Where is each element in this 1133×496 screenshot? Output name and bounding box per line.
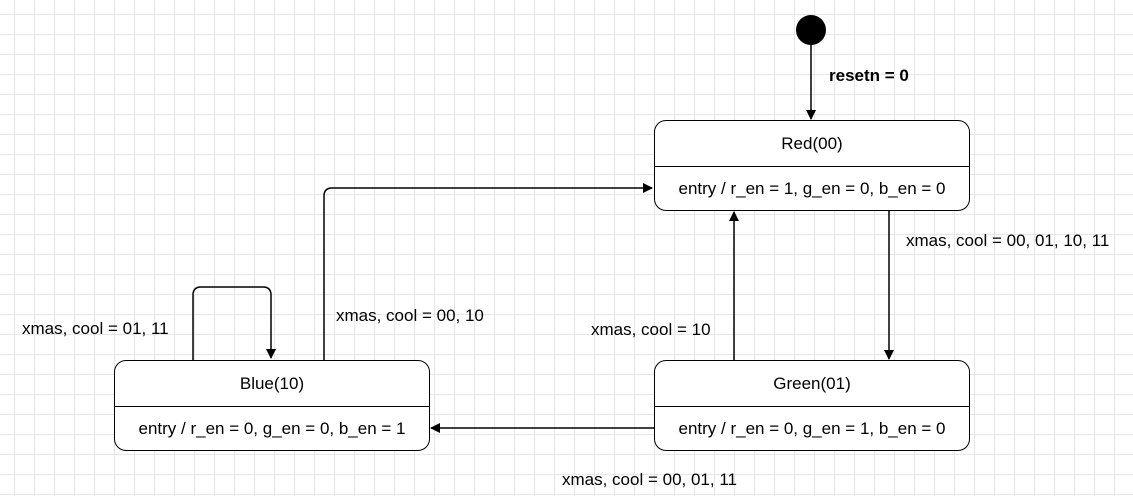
blue-self-loop-arrow[interactable] [192, 286, 276, 360]
state-blue-divider [115, 406, 429, 407]
red-to-green-label: xmas, cool = 00, 01, 10, 11 [906, 231, 1110, 250]
state-red-entry-action: entry / r_en = 1, g_en = 0, b_en = 0 [678, 178, 946, 198]
blue-to-red-arrow[interactable] [323, 183, 653, 360]
state-green-entry-action: entry / r_en = 0, g_en = 1, b_en = 0 [678, 418, 946, 438]
state-blue[interactable]: Blue(10) entry / r_en = 0, g_en = 0, b_e… [114, 360, 430, 451]
state-blue-entry-action: entry / r_en = 0, g_en = 0, b_en = 1 [138, 418, 406, 438]
initial-state-dot [796, 15, 826, 45]
state-green[interactable]: Green(01) entry / r_en = 0, g_en = 1, b_… [654, 360, 970, 451]
state-green-name: Green(01) [773, 373, 851, 393]
state-red[interactable]: Red(00) entry / r_en = 1, g_en = 0, b_en… [654, 120, 970, 211]
state-green-divider [655, 406, 969, 407]
state-red-divider [655, 166, 969, 167]
blue-to-red-label: xmas, cool = 00, 10 [336, 306, 484, 325]
initial-transition-label: resetn = 0 [829, 66, 909, 85]
state-red-name: Red(00) [781, 133, 843, 153]
green-to-blue-label: xmas, cool = 00, 01, 11 [562, 470, 737, 489]
state-blue-name: Blue(10) [239, 373, 305, 393]
blue-self-loop-label: xmas, cool = 01, 11 [22, 319, 169, 338]
green-to-red-label: xmas, cool = 10 [591, 320, 711, 339]
